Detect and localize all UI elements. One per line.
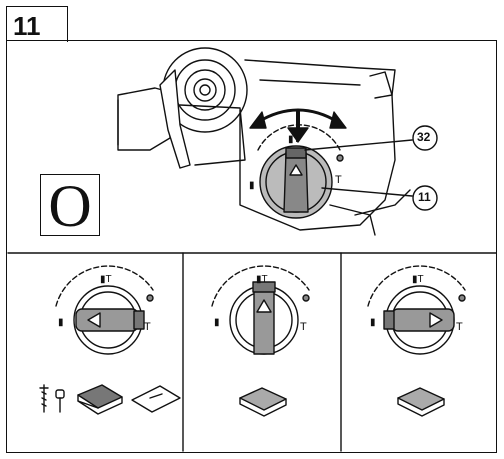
callout-circle-selector	[412, 185, 438, 211]
svg-text:T: T	[300, 321, 307, 333]
svg-text:▮: ▮	[370, 317, 376, 328]
svg-text:▮: ▮	[249, 180, 255, 191]
callout-leader-lock	[304, 139, 413, 151]
masonry-icon-right	[397, 387, 445, 417]
callout-circle-lock	[412, 125, 438, 151]
bolt-icon	[55, 389, 65, 413]
svg-text:▮T: ▮T	[412, 274, 424, 285]
svg-text:▮T: ▮T	[100, 274, 112, 285]
svg-text:▮: ▮	[214, 317, 220, 328]
figure-number-tab: 11	[6, 6, 68, 42]
press-down-arrow	[287, 110, 309, 143]
main-mode-dial: ▮ T ▮T	[249, 124, 344, 219]
screw-icon	[39, 384, 49, 413]
callout-mode-selector-label: 11	[418, 190, 431, 204]
wood-stack-icon	[77, 384, 123, 415]
figure-number: 11	[13, 11, 41, 41]
drill-body-drawing	[117, 47, 411, 236]
svg-text:▮T: ▮T	[256, 274, 268, 285]
mode-indicator-box: O	[40, 173, 100, 239]
svg-text:T: T	[335, 174, 342, 186]
callout-lock-button-label: 32	[417, 130, 431, 144]
figure-frame	[6, 40, 497, 453]
masonry-icon-center	[239, 387, 287, 417]
dial-center-position: ▮T ▮ T	[211, 265, 310, 355]
dial-right-position: ▮T ▮ T	[367, 265, 466, 355]
svg-text:▮: ▮	[58, 317, 64, 328]
svg-text:▮T: ▮T	[288, 134, 300, 145]
svg-text:T: T	[144, 321, 151, 333]
mode-symbol: O	[48, 173, 92, 239]
callout-leader-selector	[321, 187, 413, 197]
thin-sheet-icon	[131, 385, 181, 413]
dial-left-position: ▮T ▮ T	[55, 265, 154, 355]
svg-text:T: T	[456, 321, 463, 333]
